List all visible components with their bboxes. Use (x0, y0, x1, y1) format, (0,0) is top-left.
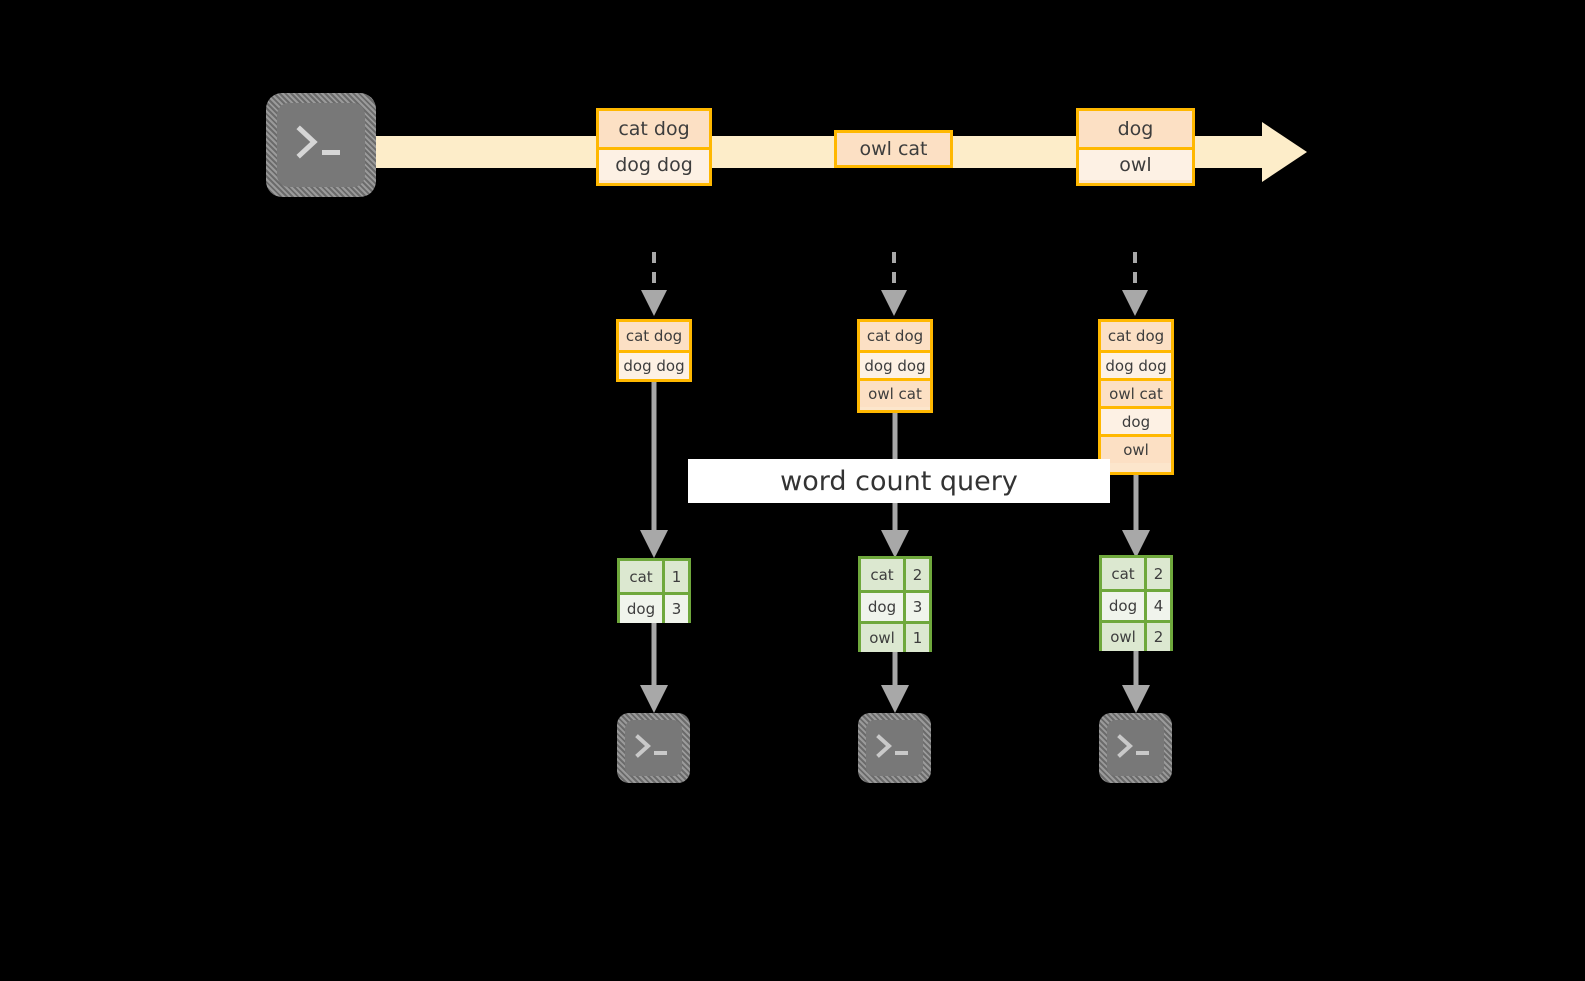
dashed-connector-3 (1122, 252, 1148, 316)
stream-event-line: owl (1079, 147, 1192, 180)
stream-event-group-1: cat dog dog dog (596, 108, 712, 186)
query-connector-3 (1122, 475, 1150, 558)
result-count-cell: 4 (1144, 592, 1170, 620)
result-count-cell: 3 (903, 593, 929, 621)
sink-terminal-icon-2 (858, 713, 931, 783)
dashed-connector-1 (641, 252, 667, 316)
result-row: dog 4 (1102, 589, 1170, 620)
result-word-cell: dog (620, 595, 662, 623)
snapshot-row: owl cat (860, 378, 930, 407)
result-table-2: cat 2 dog 3 owl 1 (858, 556, 932, 652)
result-row: cat 1 (620, 561, 688, 592)
snapshot-row: owl (1101, 434, 1171, 463)
snapshot-row: dog dog (1101, 350, 1171, 378)
snapshot-row: cat dog (860, 322, 930, 350)
sink-connector-2 (881, 652, 909, 713)
result-word-cell: cat (620, 561, 662, 592)
snapshot-row: dog dog (619, 350, 689, 379)
stream-event-line: owl cat (837, 133, 950, 165)
query-connector-1 (640, 382, 668, 558)
query-banner: word count query (688, 459, 1110, 503)
snapshot-row: dog (1101, 406, 1171, 434)
snapshot-row: owl cat (1101, 378, 1171, 406)
result-table-1: cat 1 dog 3 (617, 558, 691, 623)
result-count-cell: 2 (1144, 558, 1170, 589)
stream-event-group-3: dog owl (1076, 108, 1195, 186)
result-row: owl 1 (861, 621, 929, 652)
sink-connector-1 (640, 623, 668, 713)
snapshot-table-1: cat dog dog dog (616, 319, 692, 382)
sink-connector-3 (1122, 651, 1150, 713)
source-terminal-icon (266, 93, 376, 197)
result-row: owl 2 (1102, 620, 1170, 651)
stream-event-group-2: owl cat (834, 130, 953, 168)
snapshot-row: dog dog (860, 350, 930, 378)
result-row: cat 2 (861, 559, 929, 590)
snapshot-row: cat dog (619, 322, 689, 350)
stream-arrow-icon (1262, 122, 1307, 182)
result-count-cell: 1 (903, 624, 929, 652)
result-count-cell: 2 (903, 559, 929, 590)
result-row: dog 3 (620, 592, 688, 623)
result-row: cat 2 (1102, 558, 1170, 589)
dashed-connector-2 (881, 252, 907, 316)
result-word-cell: cat (861, 559, 903, 590)
result-count-cell: 2 (1144, 623, 1170, 651)
snapshot-table-2: cat dog dog dog owl cat (857, 319, 933, 413)
snapshot-table-3: cat dog dog dog owl cat dog owl (1098, 319, 1174, 475)
snapshot-row: cat dog (1101, 322, 1171, 350)
result-word-cell: dog (861, 593, 903, 621)
stream-event-line: dog (1079, 111, 1192, 147)
result-word-cell: owl (861, 624, 903, 652)
result-count-cell: 1 (662, 561, 688, 592)
stream-event-line: dog dog (599, 147, 709, 180)
result-word-cell: dog (1102, 592, 1144, 620)
result-word-cell: owl (1102, 623, 1144, 651)
sink-terminal-icon-3 (1099, 713, 1172, 783)
sink-terminal-icon-1 (617, 713, 690, 783)
result-row: dog 3 (861, 590, 929, 621)
stream-event-line: cat dog (599, 111, 709, 147)
result-word-cell: cat (1102, 558, 1144, 589)
result-count-cell: 3 (662, 595, 688, 623)
result-table-3: cat 2 dog 4 owl 2 (1099, 555, 1173, 651)
query-banner-label: word count query (780, 465, 1018, 497)
